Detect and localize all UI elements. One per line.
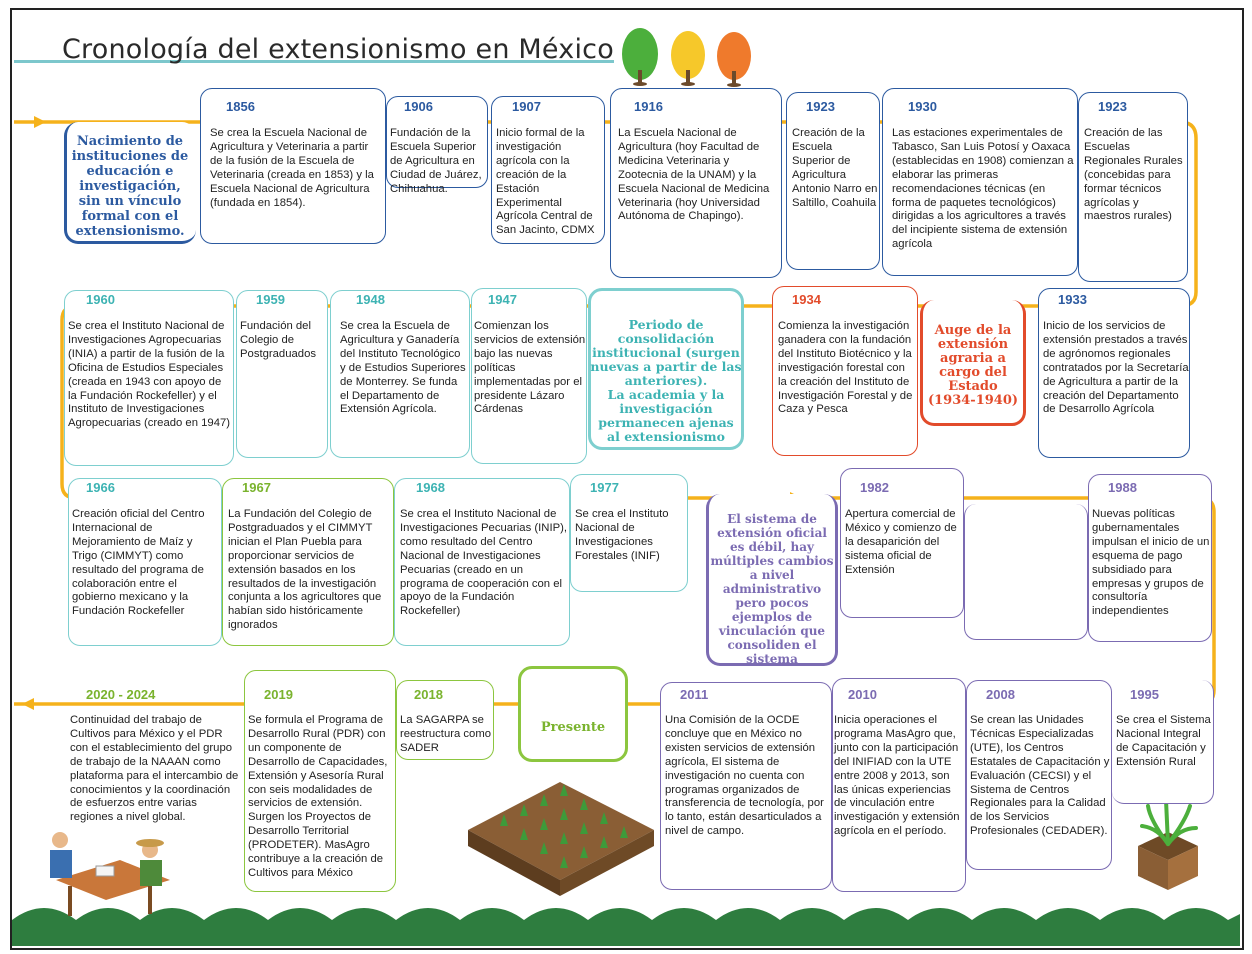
event-card [966, 680, 1112, 870]
red-heading-card [920, 300, 1026, 426]
event-card [491, 96, 605, 244]
event-text: Se crea el Instituto Nacional de Investi… [400, 508, 568, 618]
crop-field-illustration [468, 782, 654, 896]
event-text: Una Comisión de la OCDE concluye que en … [665, 714, 824, 838]
event-text: Creación de la Escuela Superior de Agric… [792, 127, 878, 209]
event-text: Inicio formal de la investigación agríco… [496, 127, 595, 237]
event-year: 1916 [634, 99, 663, 114]
title-underline [14, 60, 614, 63]
event-year: 1923 [1098, 99, 1127, 114]
event-year: 1906 [404, 99, 433, 114]
teal-heading-card [588, 288, 744, 450]
event-text: Se crea el Instituto Nacional de Investi… [68, 320, 231, 430]
event-text: Inicia operaciones el programa MasAgro q… [834, 714, 960, 838]
event-card [882, 88, 1078, 276]
event-year: 1947 [488, 292, 517, 307]
event-year: 2019 [264, 687, 293, 702]
event-text: Se crea el Instituto Nacional de Investi… [575, 508, 669, 562]
event-card [1038, 288, 1190, 458]
event-text: Fundación del Colegio de Postgraduados [240, 320, 316, 360]
event-card [1088, 474, 1212, 642]
row1-heading-card [64, 122, 196, 244]
event-text: Creación de las Escuelas Regionales Rura… [1084, 127, 1183, 223]
event-year: 1960 [86, 292, 115, 307]
event-year: 1959 [256, 292, 285, 307]
event-card [200, 88, 386, 244]
event-text: Se crea la Escuela de Agricultura y Gana… [340, 320, 466, 416]
event-year: 1982 [860, 480, 889, 495]
event-card [1112, 680, 1214, 804]
teal-heading-2: La academia y la investigación permanece… [598, 387, 734, 444]
people-illustration [50, 832, 170, 916]
event-card [222, 478, 394, 646]
event-year: 1856 [226, 99, 255, 114]
event-year: 1930 [908, 99, 937, 114]
red-heading: Auge de la extensión agraria a cargo del… [927, 323, 1019, 408]
event-year: 1923 [806, 99, 835, 114]
present-card [518, 666, 628, 762]
event-card [64, 290, 234, 466]
event-text: Las estaciones experimentales de Tabasco… [892, 127, 1074, 251]
present-label: Presente [540, 720, 606, 735]
event-card [386, 96, 488, 188]
event-card [1078, 92, 1188, 282]
event-year: 1995 [1130, 687, 1159, 702]
event-card [660, 682, 832, 890]
event-card [610, 88, 782, 278]
event-text: La SAGARPA se reestructura como SADER [400, 714, 492, 754]
event-year: 1968 [416, 480, 445, 495]
event-text: Apertura comercial de México y comienzo … [845, 508, 957, 576]
event-year: 1933 [1058, 292, 1087, 307]
plant-illustration [1138, 798, 1198, 890]
event-card [330, 290, 470, 458]
teal-heading: Periodo de consolidación institucional (… [590, 317, 742, 388]
event-card [236, 290, 328, 458]
event-card [840, 468, 964, 618]
event-year: 1907 [512, 99, 541, 114]
event-text: Creación oficial del Centro Internaciona… [72, 508, 205, 618]
event-text: Continuidad del trabajo de Cultivos para… [70, 714, 239, 824]
purple-heading: El sistema de extensión oficial es débil… [710, 512, 834, 666]
row1-heading: Nacimiento de instituciones de educación… [71, 134, 189, 239]
event-text: Se crea la Escuela Nacional de Agricultu… [210, 127, 374, 209]
event-year: 2011 [680, 687, 709, 702]
event-card [396, 680, 494, 760]
event-text: Nuevas políticas gubernamentales impulsa… [1092, 508, 1210, 618]
event-text: Se formula el Programa de Desarrollo Rur… [248, 714, 388, 879]
purple-heading-card [706, 494, 838, 666]
event-card [786, 92, 880, 270]
event-text: Comienzan los servicios de extensión baj… [474, 320, 586, 416]
event-year: 2018 [414, 687, 443, 702]
event-card [832, 678, 966, 892]
empty-card [964, 504, 1088, 640]
event-year: 1934 [792, 292, 821, 307]
event-year: 2008 [986, 687, 1015, 702]
event-card [570, 474, 688, 592]
event-year: 1966 [86, 480, 115, 495]
event-text: Se crea el Sistema Nacional Integral de … [1116, 714, 1211, 768]
event-year: 1977 [590, 480, 619, 495]
event-year: 1948 [356, 292, 385, 307]
event-card [772, 286, 918, 456]
event-card [244, 670, 396, 892]
event-text: La Fundación del Colegio de Postgraduado… [228, 508, 382, 632]
event-card [394, 478, 570, 646]
event-year: 1988 [1108, 480, 1137, 495]
event-card [68, 478, 222, 646]
event-card [471, 288, 587, 464]
event-text: La Escuela Nacional de Agricultura (hoy … [618, 127, 770, 223]
event-year: 2020 - 2024 [86, 687, 156, 702]
tree-icons [622, 28, 751, 87]
event-year: 2010 [848, 687, 877, 702]
page-title: Cronología del extensionismo en México [62, 34, 614, 65]
event-text: Comienza la investigación ganadera con l… [778, 320, 913, 416]
event-year: 1967 [242, 480, 271, 495]
event-text: Fundación de la Escuela Superior de Agri… [390, 127, 482, 195]
event-text: Inicio de los servicios de extensión pre… [1043, 320, 1189, 416]
event-text: Se crean las Unidades Técnicas Especiali… [970, 714, 1110, 838]
